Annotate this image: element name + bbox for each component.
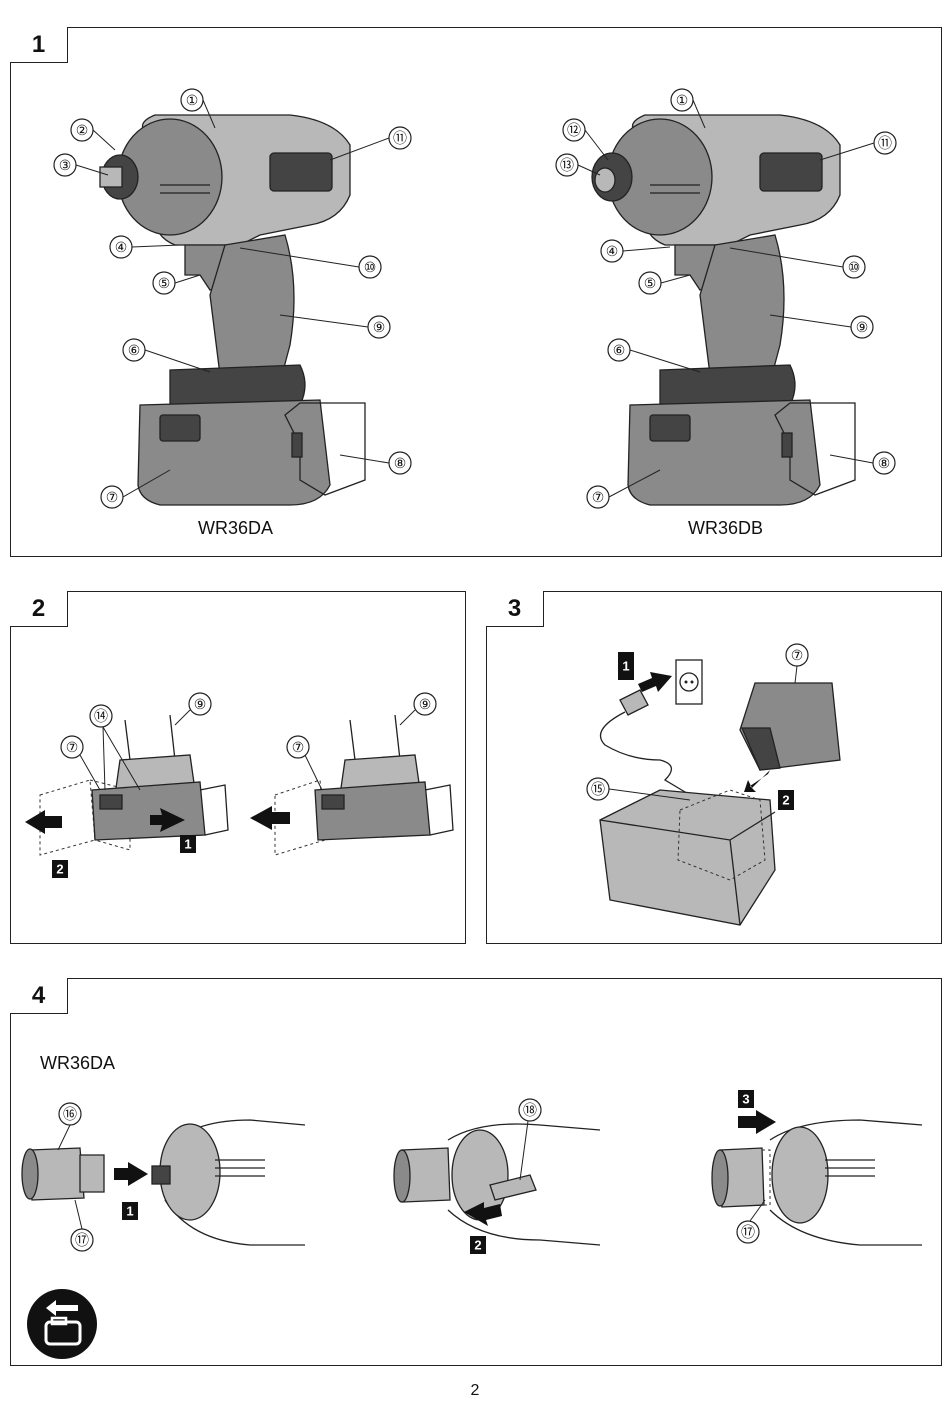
svg-text:①: ①: [676, 92, 689, 108]
svg-text:①: ①: [186, 92, 199, 108]
callout-7-fig2-left: ⑦: [60, 735, 101, 791]
svg-text:1: 1: [184, 837, 191, 852]
svg-text:2: 2: [56, 862, 63, 877]
svg-text:⑬: ⑬: [560, 157, 574, 173]
svg-text:⑦: ⑦: [592, 489, 605, 505]
callout-11-right: ⑪: [819, 131, 897, 161]
figure-1-tool-left: [99, 114, 366, 506]
callout-10-left: ⑩: [239, 247, 382, 279]
svg-text:⑨: ⑨: [373, 319, 386, 335]
callout-11-left: ⑪: [329, 126, 412, 161]
svg-text:⑨: ⑨: [856, 319, 869, 335]
svg-text:⑦: ⑦: [66, 739, 79, 755]
callout-1-left: ①: [180, 88, 216, 129]
figure-4-model-label: WR36DA: [40, 1053, 116, 1073]
callout-8-right: ⑧: [829, 451, 896, 475]
callout-17-fig4-right: ⑰: [736, 1199, 766, 1244]
figure-2-number: 2: [10, 591, 68, 627]
svg-text:⑫: ⑫: [567, 122, 581, 138]
callout-8-left: ⑧: [339, 451, 412, 475]
svg-text:⑭: ⑭: [94, 708, 108, 724]
svg-text:2: 2: [474, 1238, 481, 1253]
svg-text:⑧: ⑧: [394, 455, 407, 471]
figure-1-panel: [10, 27, 942, 557]
svg-text:1: 1: [622, 659, 629, 674]
figure-1-number: 1: [10, 27, 68, 63]
callout-4-left: ④: [109, 235, 181, 259]
callout-9-fig2-left: ⑨: [174, 692, 212, 726]
callout-2-left: ②: [70, 118, 116, 151]
svg-text:②: ②: [76, 122, 89, 138]
svg-text:⑰: ⑰: [75, 1232, 89, 1248]
figure-3-panel: [486, 591, 942, 944]
svg-text:⑮: ⑮: [591, 781, 605, 797]
callout-9-left: ⑨: [279, 314, 391, 339]
page-number: 2: [470, 1382, 480, 1399]
callout-13-right: ⑬: [555, 153, 601, 177]
svg-text:⑥: ⑥: [128, 342, 141, 358]
callout-5-left: ⑤: [152, 271, 201, 295]
svg-text:⑪: ⑪: [878, 135, 892, 151]
figure-2-illustration: 1 2 ⑭ ⑦ ⑨ ⑦ ⑨: [25, 692, 454, 878]
model-label-left: WR36DA: [198, 518, 274, 538]
svg-text:⑦: ⑦: [292, 739, 305, 755]
svg-text:⑥: ⑥: [613, 342, 626, 358]
callout-12-right: ⑫: [562, 118, 609, 161]
model-label-right: WR36DB: [688, 518, 764, 538]
callout-5-right: ⑤: [638, 271, 691, 295]
svg-text:⑦: ⑦: [106, 489, 119, 505]
svg-text:⑩: ⑩: [364, 259, 377, 275]
svg-text:⑦: ⑦: [791, 647, 804, 663]
callout-7-right: ⑦: [586, 469, 661, 509]
figure-4-number: 4: [10, 978, 68, 1014]
callout-6-left: ⑥: [122, 338, 211, 373]
callout-9-fig2-right: ⑨: [399, 692, 437, 726]
callout-1-right: ①: [670, 88, 706, 129]
callout-14-fig2: ⑭: [89, 704, 113, 728]
callout-7-fig3: ⑦: [785, 643, 809, 684]
svg-text:④: ④: [606, 243, 619, 259]
figure-3-number: 3: [486, 591, 544, 627]
callout-9-right: ⑨: [769, 314, 874, 339]
svg-text:⑤: ⑤: [158, 275, 171, 291]
svg-text:⑨: ⑨: [194, 696, 207, 712]
figure-2-panel: [10, 591, 466, 944]
svg-text:⑱: ⑱: [523, 1102, 537, 1118]
callout-3-left: ③: [53, 153, 109, 177]
callout-10-right: ⑩: [729, 247, 866, 279]
svg-text:⑨: ⑨: [419, 696, 432, 712]
svg-text:3: 3: [742, 1092, 749, 1107]
callout-7-fig2-right: ⑦: [286, 735, 323, 791]
svg-text:⑩: ⑩: [848, 259, 861, 275]
figure-4-panel: [10, 978, 942, 1366]
callout-16-fig4: ⑯: [57, 1102, 82, 1151]
figure-1-tool-right: [591, 114, 856, 506]
callout-4-right: ④: [600, 239, 671, 263]
callout-6-right: ⑥: [607, 338, 701, 373]
callout-15-fig3: ⑮: [586, 777, 691, 801]
callout-7-left: ⑦: [100, 469, 171, 509]
svg-text:⑧: ⑧: [878, 455, 891, 471]
svg-text:⑰: ⑰: [741, 1224, 755, 1240]
svg-text:⑯: ⑯: [63, 1106, 77, 1122]
svg-text:2: 2: [782, 793, 789, 808]
svg-text:1: 1: [126, 1204, 133, 1219]
figure-3-illustration: 1 2 ⑦ ⑮: [586, 643, 841, 926]
svg-text:⑪: ⑪: [393, 130, 407, 146]
battery-removal-icon: [27, 1289, 97, 1359]
callout-18-fig4: ⑱: [518, 1098, 542, 1181]
svg-text:③: ③: [59, 157, 72, 173]
svg-text:④: ④: [115, 239, 128, 255]
callout-17-fig4-left: ⑰: [70, 1199, 94, 1252]
svg-text:⑤: ⑤: [644, 275, 657, 291]
figure-1-callouts-left: ① ② ③ ④ ⑤ ⑥ ⑦ ⑧ ⑨ ⑩ ⑪ ① ⑫ ⑬ ④ ⑤ ⑥ ⑦ ⑧ ⑨ …: [53, 88, 897, 509]
